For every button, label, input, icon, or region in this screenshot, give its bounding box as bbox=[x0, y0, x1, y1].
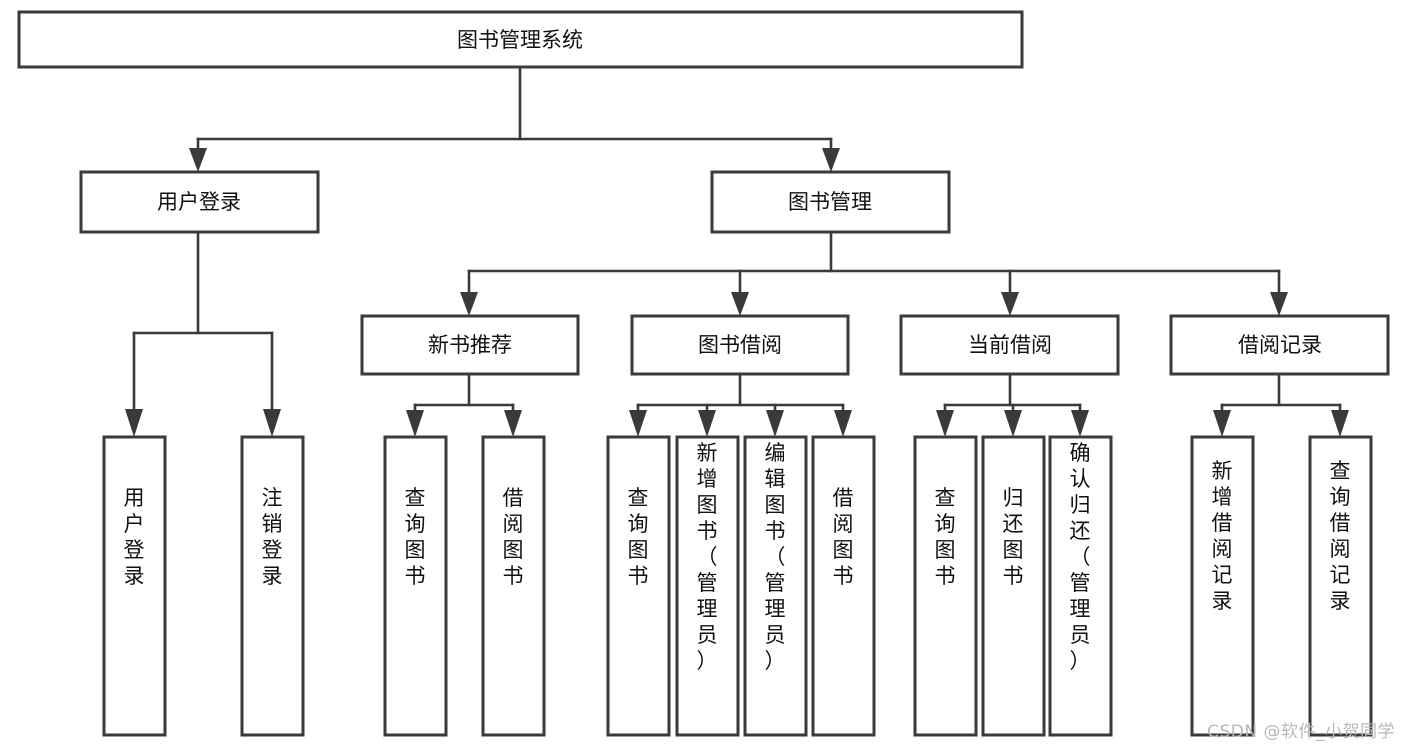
node-label: 借阅记录 bbox=[1238, 333, 1322, 357]
connector-newbook-to-leaves bbox=[406, 372, 522, 437]
node-book-borrow[interactable]: 图书借阅 bbox=[630, 314, 850, 376]
node-label: 用户登录 bbox=[157, 190, 241, 214]
arrow-head-icon bbox=[1270, 292, 1288, 316]
node-box bbox=[630, 314, 850, 376]
arrow-head-icon bbox=[125, 409, 143, 437]
node-label: 当前借阅 bbox=[968, 333, 1052, 357]
node-new-book-recommend[interactable]: 新书推荐 bbox=[360, 314, 580, 376]
node-box bbox=[1169, 314, 1390, 376]
node-box bbox=[383, 435, 448, 737]
leaf-label: 编辑图书（管理员） bbox=[765, 441, 786, 673]
connector-bookborrow-to-leaves bbox=[629, 372, 852, 437]
leaf-node-confirm-return-admin[interactable]: 确认归还（管理员） bbox=[1048, 435, 1113, 737]
leaf-label: 查询借阅记录 bbox=[1330, 459, 1351, 613]
leaf-node-add-book-admin[interactable]: 新增图书（管理员） bbox=[675, 435, 740, 737]
arrow-head-icon bbox=[698, 410, 716, 437]
arrow-head-icon bbox=[1001, 292, 1019, 316]
leaf-node-add-borrow-record[interactable]: 新增借阅记录 bbox=[1190, 435, 1255, 737]
arrow-head-icon bbox=[460, 292, 478, 316]
node-box bbox=[743, 435, 808, 737]
connector-userlogin-to-leaves bbox=[125, 230, 281, 437]
node-box bbox=[913, 435, 978, 737]
arrow-head-icon bbox=[822, 148, 840, 172]
node-label: 图书借阅 bbox=[698, 333, 782, 357]
leaf-label: 借阅图书 bbox=[503, 486, 524, 588]
leaf-label: 用户登录 bbox=[124, 486, 145, 588]
node-user-login[interactable]: 用户登录 bbox=[79, 170, 320, 234]
arrow-head-icon bbox=[1331, 410, 1349, 437]
node-box bbox=[606, 435, 671, 737]
node-label: 新书推荐 bbox=[428, 333, 512, 357]
node-box bbox=[981, 435, 1046, 737]
node-box bbox=[79, 170, 320, 234]
leaf-node-borrow-book[interactable]: 借阅图书 bbox=[811, 435, 876, 737]
leaf-label: 注销登录 bbox=[262, 486, 283, 588]
arrow-head-icon bbox=[406, 410, 424, 437]
node-current-borrow[interactable]: 当前借阅 bbox=[899, 314, 1120, 376]
node-box bbox=[1308, 435, 1373, 737]
connector-root-to-level1 bbox=[189, 65, 840, 172]
leaf-node-query-borrow-record[interactable]: 查询借阅记录 bbox=[1308, 435, 1373, 737]
leaf-label: 查询图书 bbox=[628, 486, 649, 588]
arrow-head-icon bbox=[834, 410, 852, 437]
leaf-node-borrow-book-new[interactable]: 借阅图书 bbox=[481, 435, 546, 737]
arrow-head-icon bbox=[504, 410, 522, 437]
node-box bbox=[360, 314, 580, 376]
node-box bbox=[710, 170, 951, 234]
node-label: 图书管理 bbox=[788, 190, 872, 214]
arrow-head-icon bbox=[1004, 410, 1022, 437]
node-box bbox=[481, 435, 546, 737]
node-box bbox=[17, 10, 1024, 69]
connector-borrowrecord-to-leaves bbox=[1213, 372, 1349, 437]
leaf-label: 查询图书 bbox=[405, 486, 426, 588]
arrow-head-icon bbox=[1071, 410, 1089, 437]
node-box bbox=[1048, 435, 1113, 737]
leaf-label: 确认归还（管理员） bbox=[1070, 441, 1091, 673]
connector-bookmgmt-to-level2 bbox=[460, 230, 1288, 316]
arrow-head-icon bbox=[189, 148, 207, 172]
leaf-label: 归还图书 bbox=[1003, 486, 1024, 588]
node-box bbox=[899, 314, 1120, 376]
arrow-head-icon bbox=[629, 410, 647, 437]
leaf-node-query-book-new[interactable]: 查询图书 bbox=[383, 435, 448, 737]
connector-currentborrow-to-leaves bbox=[936, 372, 1089, 437]
arrow-head-icon bbox=[936, 410, 954, 437]
leaf-node-user-login[interactable]: 用户登录 bbox=[102, 435, 167, 737]
arrow-head-icon bbox=[1213, 410, 1231, 437]
arrow-head-icon bbox=[263, 409, 281, 437]
leaf-node-query-book-current[interactable]: 查询图书 bbox=[913, 435, 978, 737]
node-box bbox=[102, 435, 167, 737]
node-borrow-record[interactable]: 借阅记录 bbox=[1169, 314, 1390, 376]
leaf-node-edit-book-admin[interactable]: 编辑图书（管理员） bbox=[743, 435, 808, 737]
node-box bbox=[811, 435, 876, 737]
leaf-node-query-book[interactable]: 查询图书 bbox=[606, 435, 671, 737]
arrow-head-icon bbox=[731, 292, 749, 316]
leaf-node-logout[interactable]: 注销登录 bbox=[240, 435, 305, 737]
leaf-label: 新增图书（管理员） bbox=[697, 441, 718, 673]
node-label: 图书管理系统 bbox=[457, 28, 583, 52]
node-box bbox=[675, 435, 740, 737]
leaf-label: 借阅图书 bbox=[833, 486, 854, 588]
leaf-label: 新增借阅记录 bbox=[1212, 459, 1233, 613]
arrow-head-icon bbox=[766, 410, 784, 437]
leaf-node-return-book[interactable]: 归还图书 bbox=[981, 435, 1046, 737]
node-book-management[interactable]: 图书管理 bbox=[710, 170, 951, 234]
node-root[interactable]: 图书管理系统 bbox=[17, 10, 1024, 69]
leaf-label: 查询图书 bbox=[935, 486, 956, 588]
node-box bbox=[240, 435, 305, 737]
node-box bbox=[1190, 435, 1255, 737]
